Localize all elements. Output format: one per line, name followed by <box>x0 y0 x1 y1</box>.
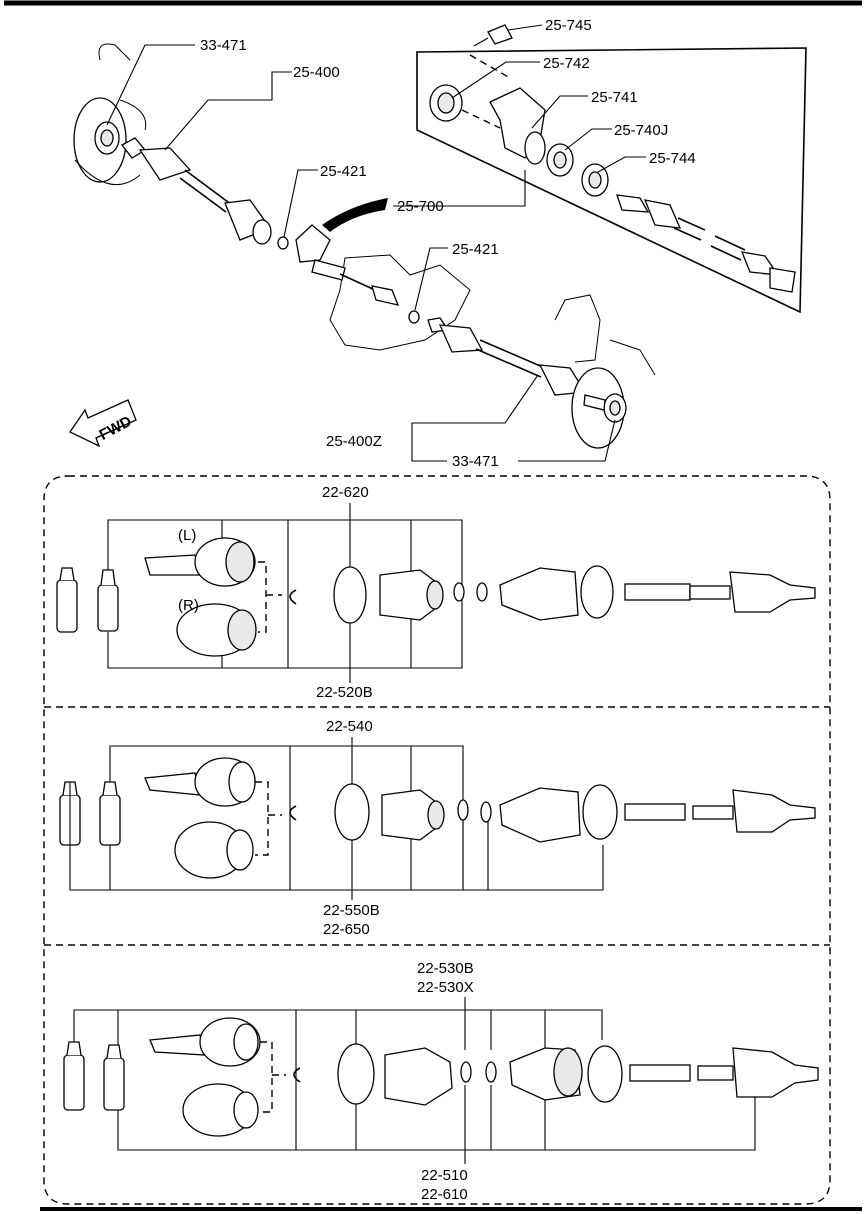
panel-3: 22-530B 22-530X 22-510 22-610 <box>63 960 819 1203</box>
label-33-471-top: 33-471 <box>200 37 247 54</box>
intermediate-joint <box>295 224 400 306</box>
label-25-745: 25-745 <box>545 17 592 34</box>
panel-2: 22-540 22-550B 22-650 <box>59 718 816 938</box>
top-assembly: FWD <box>69 17 807 470</box>
label-25-700: 25-700 <box>397 198 444 215</box>
joint-right-label: (R) <box>178 597 199 614</box>
label-22-520b: 22-520B <box>316 684 373 701</box>
reference-arrow <box>322 198 388 232</box>
label-22-610: 22-610 <box>421 1186 468 1203</box>
label-25-741: 25-741 <box>591 89 638 106</box>
label-22-620: 22-620 <box>322 484 369 501</box>
left-drive-shaft <box>121 137 272 245</box>
support-bracket-inset <box>416 24 807 314</box>
label-22-510: 22-510 <box>421 1167 468 1184</box>
circlip-25-421-left <box>277 236 289 250</box>
circlip-25-421-right <box>408 310 420 324</box>
left-wheel-hub <box>73 43 147 186</box>
label-25-400z: 25-400Z <box>326 433 382 450</box>
label-22-650: 22-650 <box>323 921 370 938</box>
label-25-400: 25-400 <box>293 64 340 81</box>
label-33-471-bottom: 33-471 <box>452 453 499 470</box>
label-25-421-right: 25-421 <box>452 241 499 258</box>
panel-borders <box>43 475 831 1205</box>
label-22-540: 22-540 <box>326 718 373 735</box>
label-22-550b: 22-550B <box>323 902 380 919</box>
label-25-421-left: 25-421 <box>320 163 367 180</box>
panel-1: 22-620 22-520B (L) (R) <box>56 484 816 701</box>
label-22-530b: 22-530B <box>417 960 474 977</box>
label-22-530x: 22-530X <box>417 979 474 996</box>
joint-left-label: (L) <box>178 527 196 544</box>
label-25-744: 25-744 <box>649 150 696 167</box>
top-leader-lines <box>106 24 646 462</box>
right-drive-shaft <box>427 294 656 449</box>
fwd-arrow: FWD <box>69 399 137 448</box>
label-25-742: 25-742 <box>543 55 590 72</box>
label-25-740j: 25-740J <box>614 122 668 139</box>
